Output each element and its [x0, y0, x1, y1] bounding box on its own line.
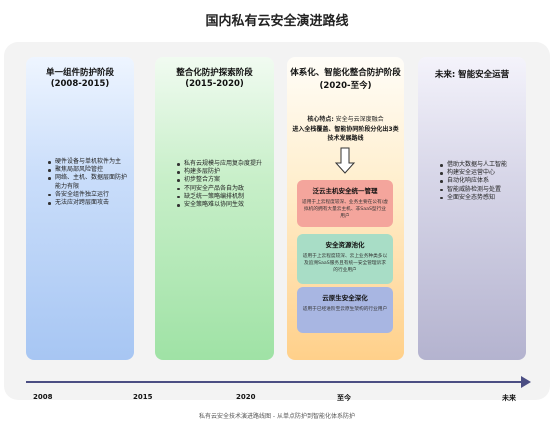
route-box-desc: 适用于已经进阶至云原生架构的行业用户: [302, 307, 388, 312]
diagram-title: 国内私有云安全演进路线: [205, 14, 349, 29]
route-box-desc: 适用于上云程度较深、云上业务种类多以及追溯SaaS服务且有统一安全管理诉求的行业…: [302, 254, 388, 273]
stage-2-list: 私有云规模与应用复杂度提升 构建多层防护 初步整合方案 不同安全产品各自为政 缺…: [177, 160, 271, 209]
list-item: 构建安全运营中心: [440, 169, 524, 177]
list-item: 各安全组件独立运行: [48, 191, 132, 199]
route-box-title: 泛云主机安全统一管理: [312, 187, 378, 195]
stage-3-title: 体系化、智能化整合防护阶段: [290, 68, 401, 78]
stage-2-period: (2015-2020): [185, 79, 244, 89]
route-box-resource-pool: 安全资源池化 适用于上云程度较深、云上业务种类多以及追溯SaaS服务且有统一安全…: [297, 234, 393, 284]
timeline-arrow-icon: [521, 376, 531, 388]
list-item: 安全策略难以协同生效: [177, 201, 271, 209]
list-item: 不同安全产品各自为政: [177, 185, 271, 193]
core-feature-label: 核心特点:: [307, 116, 334, 123]
core-highlight: 进入全栈覆盖、智能协同阶段分化出3类技术发展路线: [292, 126, 399, 142]
timeline-label-future: 未来: [502, 394, 516, 402]
stage-4-title: 未来: 智能安全运营: [434, 70, 510, 80]
stage-2-column: 整合化防护探索阶段 (2015-2020) 私有云规模与应用复杂度提升 构建多层…: [155, 57, 274, 360]
diagram-caption: 私有云安全技术演进路线图 - 从单点防护到智能化体系防护: [199, 413, 355, 420]
stage-1-period: (2008-2015): [50, 79, 110, 89]
list-item: 缺乏统一策略编排机制: [177, 193, 271, 201]
down-arrow-icon: [334, 147, 356, 174]
list-item: 全面安全态势感知: [440, 194, 524, 202]
route-box-title: 安全资源池化: [325, 241, 365, 249]
list-item: 聚焦局部风险管控: [48, 166, 132, 174]
list-item: 私有云规模与应用复杂度提升: [177, 160, 271, 168]
core-feature: 核心特点: 安全与云深度融合: [287, 114, 404, 123]
timeline-axis: [26, 381, 526, 383]
list-item: 自动化响应体系: [440, 177, 524, 185]
stage-1-list: 硬件设备与单机软件为主 聚焦局部风险管控 网络、主机、数据层面防护能力有限 各安…: [48, 158, 132, 207]
timeline-label-2020: 2020: [236, 393, 256, 401]
stage-1-title: 单一组件防护阶段: [45, 68, 114, 78]
stage-3-period: (2020-至今): [319, 81, 372, 91]
stage-4-column: 未来: 智能安全运营 借助大数据与人工智能 构建安全运营中心 自动化响应体系 智…: [418, 57, 526, 360]
stage-3-column: 体系化、智能化整合防护阶段 (2020-至今) 核心特点: 安全与云深度融合 进…: [287, 57, 404, 360]
list-item: 构建多层防护: [177, 168, 271, 176]
timeline-label-now: 至今: [337, 394, 351, 402]
list-item: 智能威胁检测与处置: [440, 186, 524, 194]
core-feature-text: 安全与云深度融合: [335, 116, 384, 123]
route-box-host-security: 泛云主机安全统一管理 适用于上云程度较深、业务主要在公有/虚拟机的拥有大量云主机…: [297, 180, 393, 227]
stage-4-list: 借助大数据与人工智能 构建安全运营中心 自动化响应体系 智能威胁检测与处置 全面…: [440, 161, 524, 202]
route-box-title: 云原生安全深化: [322, 294, 368, 302]
timeline-label-2015: 2015: [133, 393, 153, 401]
route-box-desc: 适用于上云程度较深、业务主要在公有/虚拟机的拥有大量云主机、非SaaS型行业用户: [302, 200, 388, 219]
route-box-cloud-native: 云原生安全深化 适用于已经进阶至云原生架构的行业用户: [297, 287, 393, 333]
list-item: 借助大数据与人工智能: [440, 161, 524, 169]
timeline-label-2008: 2008: [33, 393, 53, 401]
stage-2-title: 整合化防护探索阶段: [176, 68, 253, 78]
stage-1-column: 单一组件防护阶段 (2008-2015) 硬件设备与单机软件为主 聚焦局部风险管…: [26, 57, 134, 360]
list-item: 硬件设备与单机软件为主: [48, 158, 132, 166]
list-item: 无法应对跨层面攻击: [48, 199, 132, 207]
list-item: 网络、主机、数据层面防护能力有限: [48, 174, 132, 190]
list-item: 初步整合方案: [177, 176, 271, 184]
